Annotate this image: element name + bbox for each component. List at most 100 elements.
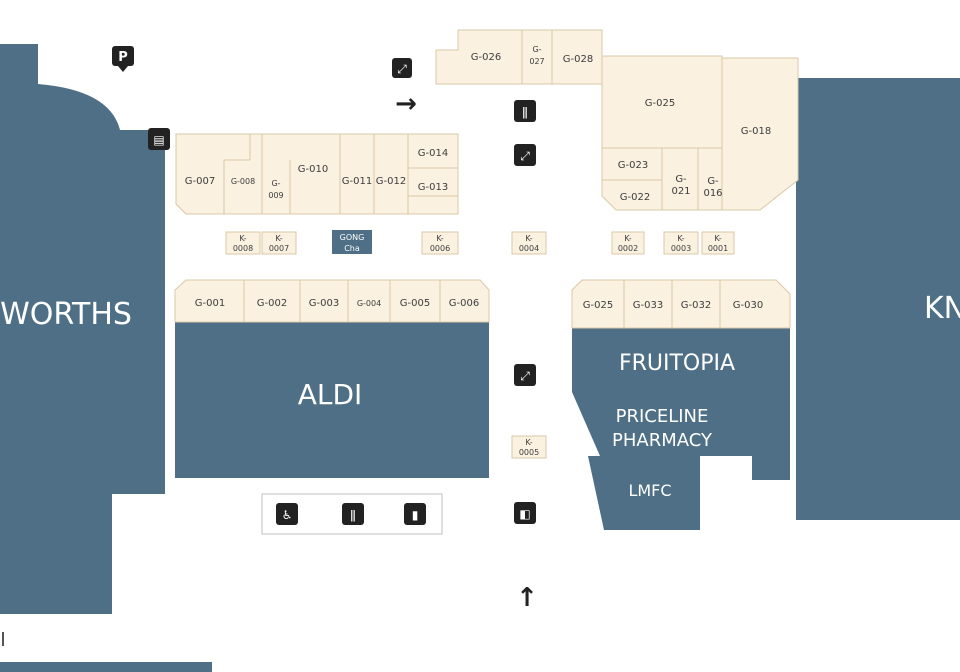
escalator-icon-lower[interactable]: ⤢	[514, 364, 536, 386]
shop-g026[interactable]: G-026	[471, 52, 501, 63]
arrow-up-icon: ↑	[516, 583, 538, 613]
svg-text:K-: K-	[624, 234, 631, 243]
kiosk-k0006[interactable]: K- 0006	[421, 231, 459, 255]
svg-text:◧: ◧	[519, 507, 530, 521]
svg-text:▮: ▮	[412, 508, 419, 522]
shop-g027-line2[interactable]: 027	[529, 57, 544, 66]
kiosk-k0007[interactable]: K- 0007	[261, 231, 297, 255]
shop-g004[interactable]: G-004	[357, 299, 381, 308]
escalator-icon-top[interactable]: ⤢	[392, 58, 412, 78]
shop-row-lower-left	[174, 279, 490, 323]
shop-g016-line2[interactable]: 016	[703, 188, 722, 199]
shop-g005[interactable]: G-005	[400, 298, 430, 309]
svg-text:0007: 0007	[269, 244, 289, 253]
shop-g011[interactable]: G-011	[342, 176, 372, 187]
svg-text:→: →	[395, 89, 417, 119]
shop-g010[interactable]: G-010	[298, 164, 328, 175]
svg-text:ǁ: ǁ	[350, 508, 356, 522]
anchor-lmfc[interactable]	[588, 456, 700, 530]
kiosk-k0004[interactable]: K- 0004	[511, 231, 547, 255]
shop-g003[interactable]: G-003	[309, 298, 339, 309]
shop-g014[interactable]: G-014	[418, 148, 448, 159]
shop-g021-line1[interactable]: G-	[675, 174, 687, 185]
anchor-priceline[interactable]	[572, 392, 790, 480]
escalator-icon-mid[interactable]: ⤢	[514, 144, 536, 166]
shop-g021-line2[interactable]: 021	[671, 186, 690, 197]
shop-block-right	[601, 55, 799, 211]
anchor-kmart[interactable]	[796, 78, 960, 520]
anchor-priceline-line2: PHARMACY	[612, 430, 713, 451]
svg-text:K-: K-	[275, 234, 282, 243]
lift-icon[interactable]: ◧	[514, 502, 536, 524]
shop-g016-line1[interactable]: G-	[707, 176, 719, 187]
anchor-woolworths[interactable]	[0, 44, 165, 614]
shop-g032[interactable]: G-032	[681, 300, 711, 311]
accessible-toilet-icon[interactable]: ♿	[276, 503, 298, 525]
shop-g028[interactable]: G-028	[563, 54, 593, 65]
anchor-woolworths-label: WORTHS	[0, 297, 132, 332]
shop-g012[interactable]: G-012	[376, 176, 406, 187]
shop-block-upper-left	[175, 133, 459, 215]
food-court-icon[interactable]: ǁ	[514, 100, 536, 122]
svg-text:↑: ↑	[516, 583, 538, 613]
shop-g023[interactable]: G-023	[618, 160, 648, 171]
shop-g009-line2[interactable]: 009	[268, 191, 283, 200]
svg-text:♿: ♿	[282, 508, 293, 522]
anchor-priceline-line1: PRICELINE	[616, 406, 709, 427]
svg-text:⤢: ⤢	[519, 369, 530, 383]
anchor-bottom-strip	[0, 662, 212, 672]
shop-row-lower-right	[571, 279, 791, 329]
anchor-fruitopia[interactable]	[572, 328, 790, 392]
svg-text:0003: 0003	[671, 244, 691, 253]
svg-text:0005: 0005	[519, 448, 539, 457]
phone-icon[interactable]: ▮	[404, 503, 426, 525]
svg-text:K-: K-	[677, 234, 684, 243]
shop-g033[interactable]: G-033	[633, 300, 663, 311]
shop-g025-top[interactable]: G-025	[645, 98, 675, 109]
svg-text:K-: K-	[436, 234, 443, 243]
shop-g006[interactable]: G-006	[449, 298, 479, 309]
kiosk-k0002[interactable]: K- 0002	[611, 231, 645, 255]
shop-g027-line1[interactable]: G-	[532, 45, 541, 54]
marker-line	[2, 632, 4, 646]
shop-g002[interactable]: G-002	[257, 298, 287, 309]
atm-icon[interactable]: ▤	[148, 128, 170, 150]
svg-text:K-: K-	[525, 234, 532, 243]
svg-text:ǁ: ǁ	[522, 105, 528, 119]
shop-g008[interactable]: G-008	[231, 177, 255, 186]
toilets-icon[interactable]: ǁ	[342, 503, 364, 525]
svg-text:GONG: GONG	[340, 233, 365, 242]
shop-g009-line1[interactable]: G-	[271, 179, 280, 188]
shop-g001[interactable]: G-001	[195, 298, 225, 309]
svg-text:⤢: ⤢	[519, 149, 530, 163]
anchor-kmart-label: KN	[924, 291, 960, 326]
shop-g007[interactable]: G-007	[185, 176, 215, 187]
kiosk-k0005[interactable]: K- 0005	[511, 435, 547, 459]
shop-g030[interactable]: G-030	[733, 300, 763, 311]
shop-g022[interactable]: G-022	[620, 192, 650, 203]
svg-text:P: P	[118, 50, 128, 65]
svg-text:0006: 0006	[430, 244, 450, 253]
arrow-right-icon: →	[395, 89, 417, 119]
shop-g013[interactable]: G-013	[418, 182, 448, 193]
svg-text:K-: K-	[239, 234, 246, 243]
anchor-aldi-label: ALDI	[298, 378, 363, 411]
kiosk-k0001[interactable]: K- 0001	[701, 231, 735, 255]
svg-text:K-: K-	[525, 438, 532, 447]
shop-g025[interactable]: G-025	[583, 300, 613, 311]
shop-block-top	[435, 29, 603, 85]
svg-text:▤: ▤	[153, 133, 164, 147]
kiosk-k0008[interactable]: K- 0008	[225, 231, 261, 255]
kiosk-gong-cha[interactable]: GONG Cha	[332, 230, 372, 254]
kiosk-k0003[interactable]: K- 0003	[663, 231, 699, 255]
parking-icon[interactable]: P	[112, 46, 134, 72]
svg-text:0008: 0008	[233, 244, 253, 253]
shop-g018[interactable]: G-018	[741, 126, 771, 137]
svg-text:0002: 0002	[618, 244, 638, 253]
svg-text:0001: 0001	[708, 244, 728, 253]
svg-text:K-: K-	[714, 234, 721, 243]
anchor-aldi[interactable]	[175, 322, 489, 478]
svg-text:0004: 0004	[519, 244, 539, 253]
anchor-lmfc-label: LMFC	[628, 481, 671, 500]
